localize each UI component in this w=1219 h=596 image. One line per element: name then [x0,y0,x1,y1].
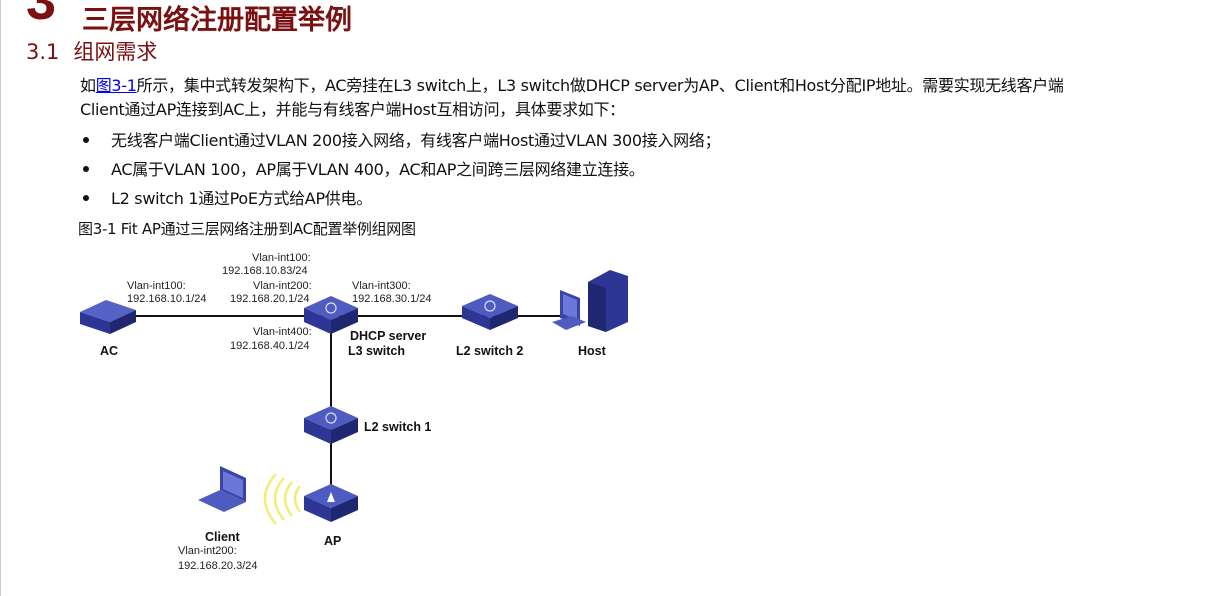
l3-switch-label: L3 switch [348,344,405,358]
text: 如 [80,76,96,95]
ac-label: AC [100,344,119,358]
chapter-title: 三层网络注册配置举例 [82,5,352,36]
l3-ip400-label: 192.168.40.1/24 [230,340,310,352]
section-title: 组网需求 [73,40,158,64]
ac-vlan-label: Vlan-int100: [127,280,186,292]
l3-ip300-label: 192.168.30.1/24 [352,293,432,305]
ap-icon [304,484,358,522]
l2-switch-1-icon [304,406,358,444]
bullet-text: AC属于VLAN 100，AP属于VLAN 400，AC和AP之间跨三层网络建立… [111,160,645,179]
chapter-number: 3 [26,0,57,31]
l3-vlan400-label: Vlan-int400: [253,326,312,338]
client-ip-label: 192.168.20.3/24 [178,560,258,572]
host-pc-icon [552,270,628,332]
wireless-signal-icon [263,473,302,525]
bullet-icon [83,166,89,172]
client-vlan-label: Vlan-int200: [178,545,237,557]
l3-ip200-label: 192.168.20.1/24 [230,293,310,305]
bullet-item: AC属于VLAN 100，AP属于VLAN 400，AC和AP之间跨三层网络建立… [80,156,645,180]
paragraph-line-1: 如图3-1所示，集中式转发架构下，AC旁挂在L3 switch上，L3 swit… [80,72,1064,96]
l3-vlan200-label: Vlan-int200: [253,280,312,292]
ap-label: AP [324,534,342,548]
bullet-icon [83,195,89,201]
bullet-text: L2 switch 1通过PoE方式给AP供电。 [111,189,372,208]
host-label: Host [578,344,606,358]
l3-vlan100-label: Vlan-int100: [252,252,311,264]
page-edge [0,0,1,596]
dhcp-server-label: DHCP server [350,329,427,343]
l2-switch-2-label: L2 switch 2 [456,344,524,358]
paragraph-line-2: Client通过AP连接到AC上，并能与有线客户端Host互相访问，具体要求如下… [80,100,625,119]
ac-device-icon [80,300,136,334]
figure-caption: 图3-1 Fit AP通过三层网络注册到AC配置举例组网图 [78,220,416,238]
l3-vlan300-label: Vlan-int300: [352,280,411,292]
l3-switch-icon [304,296,358,334]
client-label: Client [205,530,240,544]
bullet-item: L2 switch 1通过PoE方式给AP供电。 [80,185,372,209]
text: 所示，集中式转发架构下，AC旁挂在L3 switch上，L3 switch做DH… [136,76,1064,95]
section-heading: 3.1 组网需求 [26,36,171,66]
l3-ip100-label: 192.168.10.83/24 [222,265,308,277]
section-number: 3.1 [26,40,60,64]
figure-link[interactable]: 图3-1 [95,76,137,95]
bullet-icon [83,137,89,143]
l2-switch-2-icon [462,294,518,330]
bullet-text: 无线客户端Client通过VLAN 200接入网络，有线客户端Host通过VLA… [111,131,721,150]
ac-ip-label: 192.168.10.1/24 [127,293,207,305]
l2-switch-1-label: L2 switch 1 [364,420,432,434]
bullet-item: 无线客户端Client通过VLAN 200接入网络，有线客户端Host通过VLA… [80,127,721,151]
client-laptop-icon [198,466,246,512]
